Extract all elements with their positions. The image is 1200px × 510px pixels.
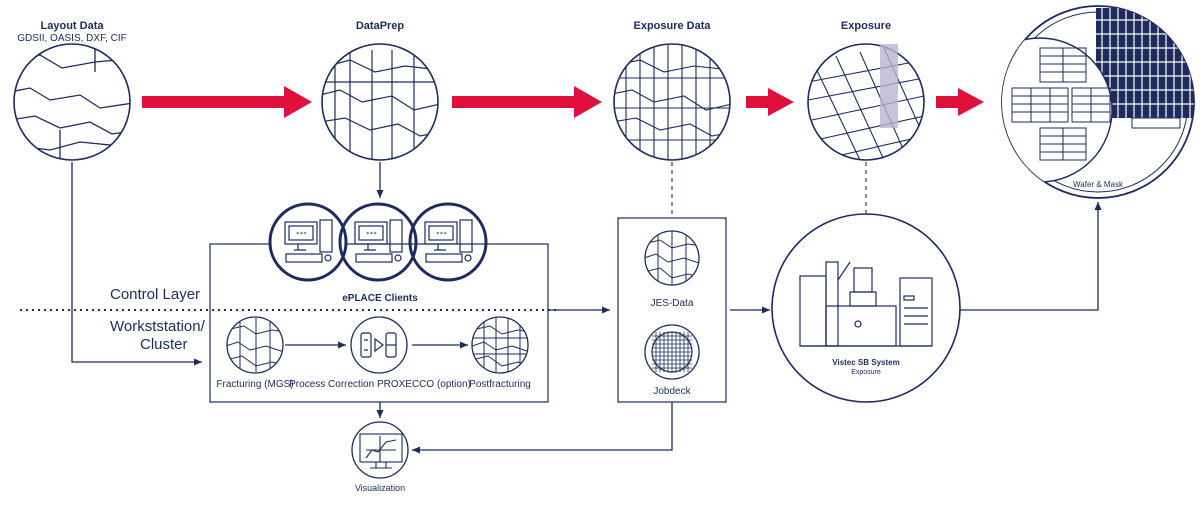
visualization-circle — [351, 421, 409, 479]
exposure-title: Exposure — [840, 20, 892, 32]
layout-to-fracturing-line — [71, 162, 202, 366]
jobdeck-label: Jobdeck — [653, 386, 691, 397]
proxecco-label: Process Correction PROXECCO (option) — [289, 379, 471, 390]
exposure-data-title: Exposure Data — [633, 20, 711, 32]
system-to-wafer-line — [960, 202, 1102, 311]
jobdeck-to-visualization-line — [412, 402, 673, 454]
visualization-label: Visualization — [354, 483, 406, 493]
exposure-circle — [807, 43, 925, 161]
fracturing-label: Fracturing (MGS) — [216, 379, 294, 390]
control-layer-label: Control Layer — [110, 286, 201, 303]
jobdeck-circle — [644, 324, 700, 380]
postfracturing-label: Postfracturing — [469, 379, 531, 390]
layout-data-title: Layout Data — [40, 20, 104, 32]
svg-text:***: *** — [366, 231, 377, 238]
jes-data-label: JES-Data — [650, 298, 694, 309]
jes-data-circle — [644, 230, 700, 286]
jes-box — [617, 217, 727, 403]
svg-text:***: *** — [296, 231, 307, 238]
red-arrow-3 — [746, 88, 794, 116]
eplace-clients-label: ePLACE Clients — [342, 293, 418, 304]
flow-arrows — [142, 86, 984, 118]
dataprep-title: DataPrep — [355, 20, 405, 32]
dataprep-circle — [321, 43, 439, 161]
vistec-exposure-label: Exposure — [851, 369, 881, 376]
cluster-label: Cluster — [140, 336, 188, 353]
fracturing-circle — [226, 316, 284, 374]
layout-data-circle — [13, 43, 131, 161]
exposure-data-circle — [613, 43, 731, 161]
vistec-system-circle — [771, 213, 961, 403]
wafer-mask-circle — [1001, 5, 1195, 199]
svg-text:***: *** — [436, 231, 447, 238]
workstation-label: Workststation/ — [110, 318, 205, 335]
layout-data-formats: GDSII, OASIS, DXF, CIF — [17, 33, 127, 44]
dashed-links — [671, 162, 867, 218]
client-computers: *** *** *** — [268, 202, 488, 282]
postfracturing-circle — [471, 316, 529, 374]
proxecco-circle — [350, 316, 408, 374]
wafer-mask-label: Wafer & Mask — [1073, 180, 1123, 189]
connectors — [71, 162, 1102, 454]
red-arrow-1 — [142, 86, 312, 118]
red-arrow-4 — [936, 88, 984, 116]
red-arrow-2 — [452, 86, 602, 118]
vistec-system-label: Vistec SB System — [832, 358, 900, 367]
